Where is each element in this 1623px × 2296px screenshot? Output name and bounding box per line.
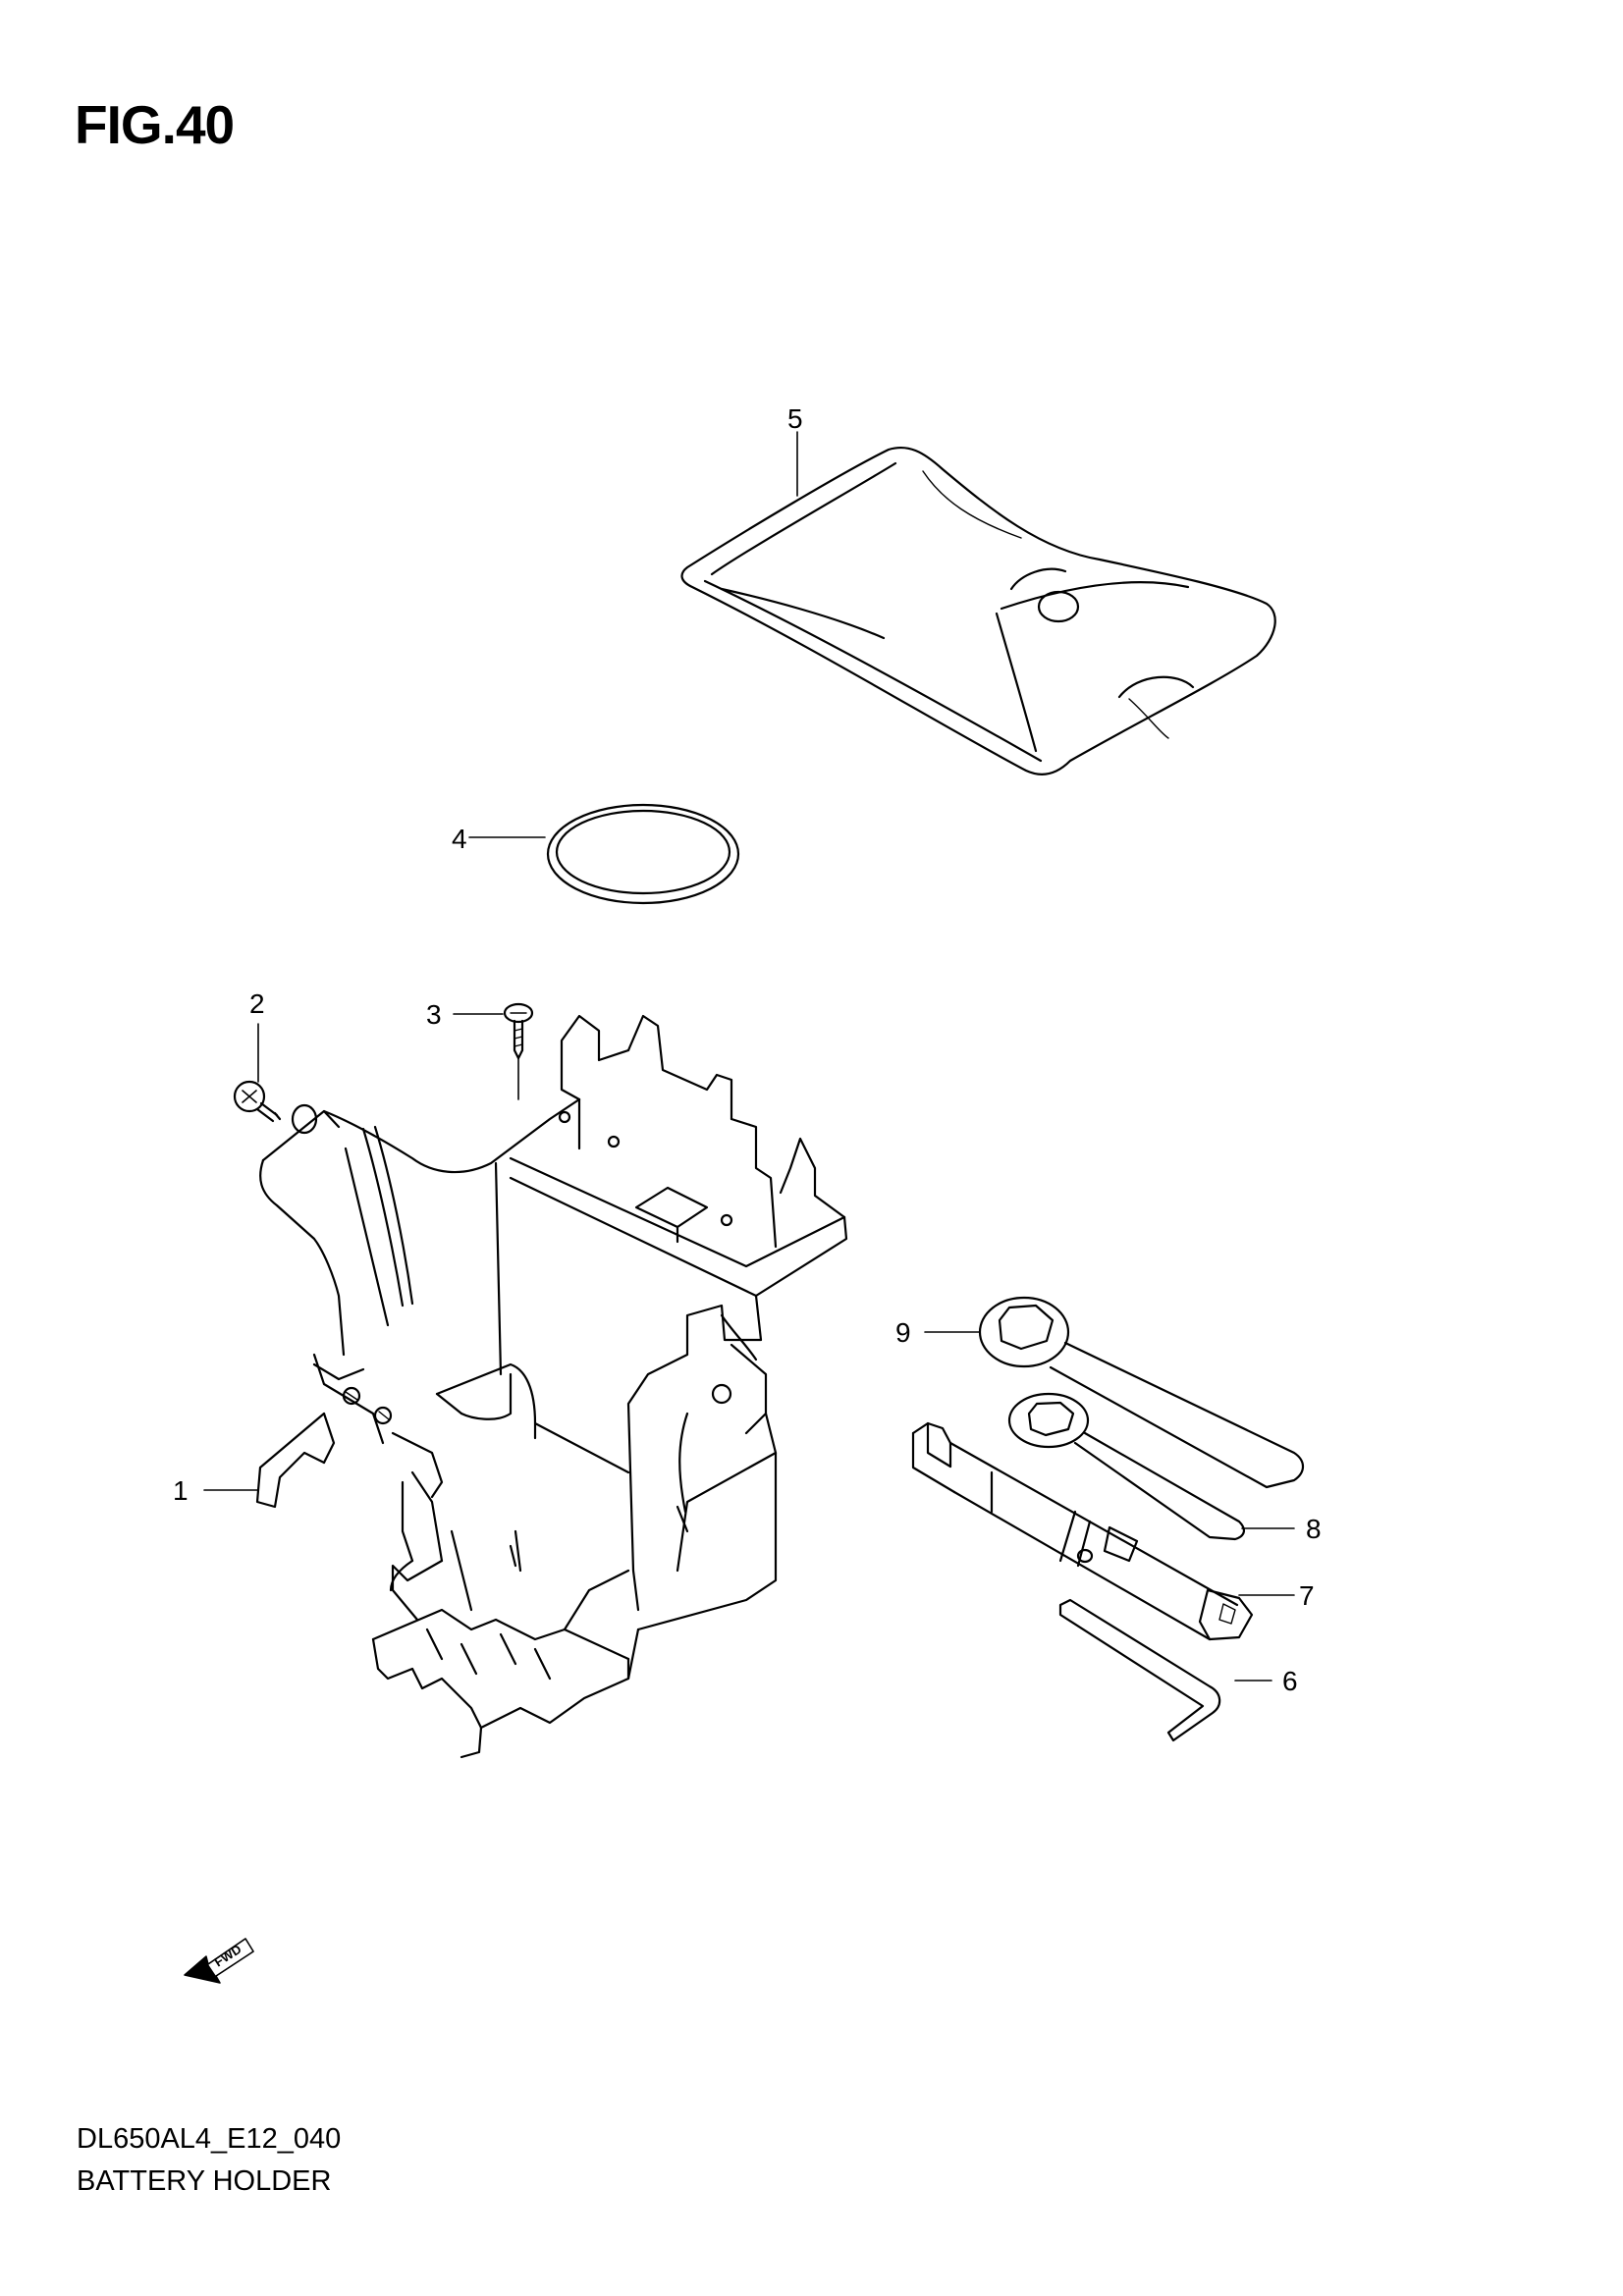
callout-2: 2 xyxy=(249,988,265,1019)
callout-6: 6 xyxy=(1282,1666,1298,1696)
bolt-part xyxy=(233,1080,282,1123)
model-code: DL650AL4_E12_040 xyxy=(77,2123,342,2155)
o-ring-part xyxy=(546,803,740,905)
screw-part xyxy=(503,1002,534,1060)
callout-5: 5 xyxy=(787,403,803,434)
callout-7: 7 xyxy=(1299,1580,1315,1611)
callout-9: 9 xyxy=(895,1317,911,1348)
callout-3: 3 xyxy=(426,999,442,1030)
leader-lines xyxy=(203,431,1295,1682)
fwd-arrow-icon: FWD xyxy=(184,1938,254,1984)
wrench-large-part xyxy=(978,1296,1305,1489)
hex-key-part xyxy=(1058,1598,1221,1742)
tool-bag-part xyxy=(680,446,1276,775)
callout-1: 1 xyxy=(173,1475,189,1506)
battery-holder-part xyxy=(255,1014,848,1759)
figure-title: FIG.40 xyxy=(75,94,235,155)
callout-numbers: 5 4 2 3 1 9 8 7 6 xyxy=(173,403,1322,1696)
plug-wrench-part xyxy=(911,1421,1254,1641)
callout-4: 4 xyxy=(452,824,467,854)
figure-caption: BATTERY HOLDER xyxy=(77,2165,332,2197)
callout-8: 8 xyxy=(1306,1514,1322,1544)
wrench-small-part xyxy=(1007,1392,1245,1541)
